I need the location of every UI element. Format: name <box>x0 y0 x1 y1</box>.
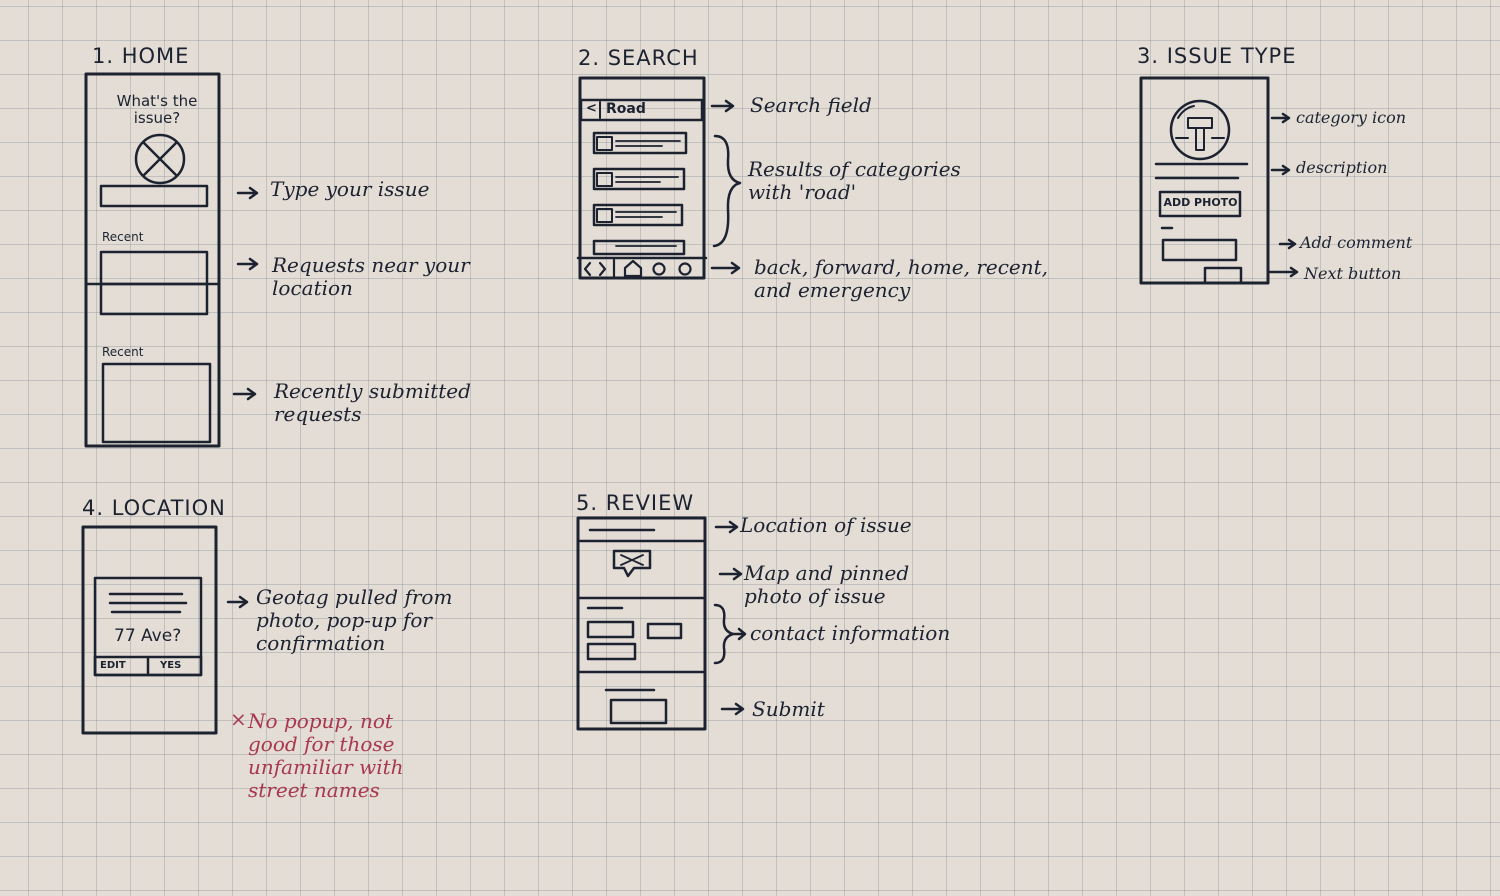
location-phone-frame <box>81 525 218 735</box>
annotation-next-button: Next button <box>1304 264 1402 283</box>
frame-title-location: 4. LOCATION <box>82 496 226 520</box>
home-icon <box>623 259 643 278</box>
search-field-value: Road <box>606 101 646 117</box>
category-icon <box>1169 99 1231 161</box>
frame-title-home: 1. HOME <box>92 44 190 68</box>
contact-field <box>586 620 635 639</box>
arrow <box>718 567 743 581</box>
annotation-negative-marker: × <box>230 707 247 731</box>
home-nearby-request-card-2 <box>99 282 209 316</box>
home-question-text: What's the issue? <box>116 92 198 127</box>
annotation-category-icon: category icon <box>1296 108 1407 127</box>
arrow <box>232 387 257 401</box>
search-result-row <box>592 131 688 155</box>
annotation-contact-info: contact information <box>750 621 951 645</box>
arrow <box>731 627 747 641</box>
search-field-box <box>579 98 704 122</box>
arrow <box>226 595 249 609</box>
arrow <box>720 702 745 716</box>
issue-type-wireframe <box>1139 76 1270 285</box>
arrow <box>1278 238 1297 250</box>
frame-title-search: 2. SEARCH <box>578 46 699 70</box>
annotation-nav-bar: back, forward, home, recent, and emergen… <box>754 255 1049 302</box>
annotation-search-field: Search field <box>750 93 872 117</box>
home-wireframe <box>84 72 221 448</box>
home-phone-frame <box>84 72 221 448</box>
contact-field <box>646 622 683 640</box>
add-photo-label: ADD PHOTO <box>1163 196 1238 209</box>
frame-title-issue-type: 3. ISSUE TYPE <box>1137 44 1297 68</box>
arrow <box>714 520 739 534</box>
location-wireframe <box>81 525 218 735</box>
map-pin-icon <box>612 549 652 578</box>
arrow <box>1270 112 1291 124</box>
forward-icon <box>598 261 607 277</box>
emergency-icon <box>678 262 692 276</box>
popup-yes-button: YES <box>160 660 182 671</box>
issue-type-phone-frame <box>1139 76 1270 285</box>
annotation-submit: Submit <box>752 697 825 721</box>
home-recent-label: Recent <box>102 230 144 244</box>
home-issue-icon <box>134 133 186 185</box>
add-comment-box <box>1161 238 1238 262</box>
recent-icon <box>652 262 666 276</box>
arrow <box>236 257 259 271</box>
annotation-type-your-issue: Type your issue <box>270 177 430 201</box>
annotation-map-photo: Map and pinned photo of issue <box>744 561 910 608</box>
annotation-results: Results of categories with 'road' <box>748 157 961 204</box>
annotation-recent-requests: Recently submitted requests <box>274 379 471 426</box>
search-results-brace <box>712 134 742 248</box>
search-nav-bar <box>583 258 692 280</box>
annotation-requests-near: Requests near your location <box>272 253 470 300</box>
home-nearby-request-card-1 <box>99 250 209 286</box>
review-phone-frame <box>576 516 707 731</box>
home-issue-input <box>99 184 209 208</box>
back-icon <box>583 261 592 277</box>
review-wireframe <box>576 516 735 731</box>
submit-button-box <box>609 698 668 725</box>
home-recent-request-card <box>101 362 212 444</box>
next-button-box <box>1203 266 1243 285</box>
search-wireframe <box>576 76 742 280</box>
search-result-row <box>592 203 684 227</box>
add-photo-box <box>1158 190 1242 218</box>
popup-question: 77 Ave? <box>114 626 182 646</box>
annotation-arrows <box>226 99 1299 716</box>
annotation-add-comment: Add comment <box>1300 233 1413 252</box>
arrow <box>1270 164 1291 176</box>
popup-edit-button: EDIT <box>100 660 126 671</box>
contact-brace <box>713 603 735 665</box>
frame-title-review: 5. REVIEW <box>576 491 695 515</box>
annotation-description: description <box>1296 158 1388 177</box>
home-recent-label: Recent <box>102 345 144 359</box>
arrow <box>1268 266 1299 278</box>
annotation-location-of-issue: Location of issue <box>740 513 912 537</box>
contact-field <box>586 642 637 661</box>
search-icon: < <box>586 101 597 116</box>
search-result-row <box>592 167 686 191</box>
annotation-no-popup: No popup, not good for those unfamiliar … <box>248 709 404 802</box>
annotation-geotag: Geotag pulled from photo, pop-up for con… <box>256 585 453 655</box>
arrow <box>236 186 259 200</box>
arrow <box>710 261 741 275</box>
search-result-row <box>592 239 686 256</box>
arrow <box>710 99 735 113</box>
search-phone-frame <box>578 76 706 280</box>
